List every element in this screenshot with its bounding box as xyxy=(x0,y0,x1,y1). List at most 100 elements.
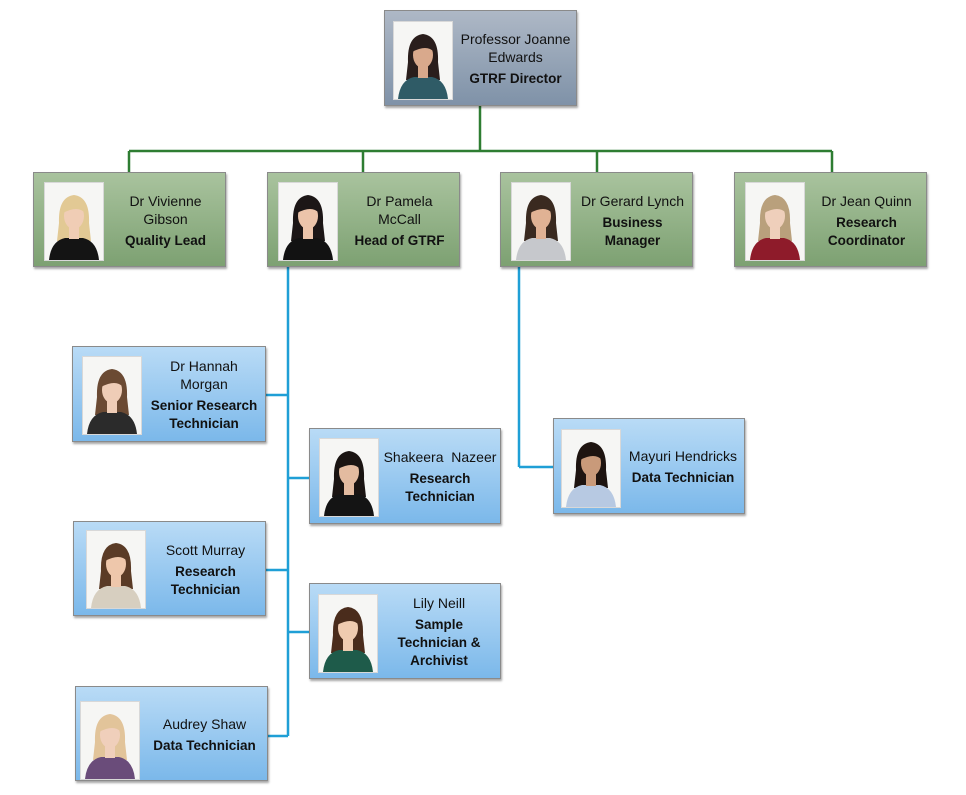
card-text: Dr Jean Quinn Research Coordinator xyxy=(807,181,926,261)
person-role: Research xyxy=(409,471,471,486)
person-role: Data Technician xyxy=(631,470,735,485)
portrait-shape xyxy=(69,227,79,239)
card-text: Dr Vivienne Gibson Quality Lead xyxy=(106,181,225,261)
person-role-cont: Technician xyxy=(169,416,239,431)
card-lead-mccall: Dr Pamela McCall Head of GTRF xyxy=(267,172,460,267)
portrait-figure xyxy=(324,451,374,516)
person-name: Shakeera Nazeer xyxy=(383,449,497,465)
portrait-shape xyxy=(337,612,359,625)
person-name-cont: Gibson xyxy=(143,211,188,227)
person-role: Head of GTRF xyxy=(354,233,445,248)
portrait-shape xyxy=(586,474,596,486)
portrait-figure xyxy=(566,442,616,507)
portrait-shape xyxy=(303,227,313,239)
person-role: Quality Lead xyxy=(124,233,207,248)
portrait-photo xyxy=(86,530,146,609)
card-staff-shaw: Audrey Shaw Data Technician xyxy=(75,686,268,781)
person-name: Dr Pamela xyxy=(366,193,433,209)
person-role: Sample xyxy=(414,617,464,632)
person-role: Business xyxy=(602,215,663,230)
portrait-photo xyxy=(318,594,378,673)
person-name: Dr Vivienne xyxy=(129,193,202,209)
portrait-photo xyxy=(278,182,338,261)
portrait-photo xyxy=(82,356,142,435)
person-name: Lily Neill xyxy=(412,595,466,611)
portrait-shape xyxy=(530,200,552,213)
portrait-shape xyxy=(764,200,786,213)
portrait-shape xyxy=(101,374,123,387)
card-staff-neill: Lily Neill Sample Technician & Archivist xyxy=(309,583,501,679)
portrait-shape xyxy=(283,238,333,260)
card-text: Lily Neill Sample Technician & Archivist xyxy=(378,588,500,676)
portrait-shape xyxy=(63,200,85,213)
person-role: Research xyxy=(175,564,236,579)
person-name: Audrey Shaw xyxy=(162,716,247,732)
person-role-cont: Manager xyxy=(604,233,661,248)
portrait-shape xyxy=(99,719,121,732)
portrait-shape xyxy=(418,66,428,78)
person-name-cont: McCall xyxy=(378,211,421,227)
staff-connectors xyxy=(266,267,553,738)
portrait-figure xyxy=(49,195,99,260)
person-role: GTRF Director xyxy=(469,71,562,86)
person-role-cont: Technician & xyxy=(397,635,481,650)
portrait-shape xyxy=(111,575,121,587)
portrait-shape xyxy=(536,227,546,239)
portrait-figure xyxy=(87,369,137,434)
person-role: Research xyxy=(836,215,897,230)
person-name: Dr Hannah xyxy=(170,358,238,374)
portrait-shape xyxy=(770,227,780,239)
person-role-cont: Technician xyxy=(170,582,241,597)
person-role: Data Technician xyxy=(153,738,256,753)
card-lead-lynch: Dr Gerard Lynch Business Manager xyxy=(500,172,693,267)
portrait-shape xyxy=(107,401,117,413)
card-staff-nazeer: Shakeera Nazeer Research Technician xyxy=(309,428,501,524)
portrait-figure xyxy=(283,195,333,260)
person-role-cont: Technician xyxy=(405,489,475,504)
card-text: Professor Joanne Edwards GTRF Director xyxy=(455,17,576,101)
person-name-cont: Edwards xyxy=(488,49,543,65)
portrait-shape xyxy=(105,548,127,561)
portrait-figure xyxy=(323,607,373,672)
person-role-cont: Coordinator xyxy=(827,233,906,248)
portrait-figure xyxy=(516,195,566,260)
portrait-photo xyxy=(319,438,379,517)
card-director: Professor Joanne Edwards GTRF Director xyxy=(384,10,577,106)
portrait-photo xyxy=(44,182,104,261)
card-text: Scott Murray Research Technician xyxy=(146,528,265,612)
portrait-shape xyxy=(580,447,602,460)
portrait-photo xyxy=(393,21,453,100)
person-role-cont: Archivist xyxy=(410,653,468,668)
portrait-shape xyxy=(398,77,448,99)
portrait-shape xyxy=(85,757,135,779)
portrait-shape xyxy=(91,586,141,608)
portrait-photo xyxy=(561,429,621,508)
portrait-shape xyxy=(338,456,360,469)
card-staff-hendricks: Mayuri Hendricks Data Technician xyxy=(553,418,745,514)
portrait-photo xyxy=(745,182,805,261)
person-name: Dr Jean Quinn xyxy=(821,193,912,209)
person-role: Senior Research xyxy=(150,398,258,413)
portrait-figure xyxy=(85,714,135,779)
portrait-shape xyxy=(750,238,800,260)
portrait-shape xyxy=(412,39,434,52)
portrait-shape xyxy=(49,238,99,260)
card-text: Shakeera Nazeer Research Technician xyxy=(380,435,500,519)
portrait-shape xyxy=(87,412,137,434)
card-lead-quinn: Dr Jean Quinn Research Coordinator xyxy=(734,172,927,267)
portrait-photo xyxy=(511,182,571,261)
portrait-shape xyxy=(343,639,353,651)
portrait-shape xyxy=(344,483,354,495)
portrait-shape xyxy=(516,238,566,260)
person-name-cont: Morgan xyxy=(180,376,228,392)
person-name: Scott Murray xyxy=(165,542,246,558)
portrait-figure xyxy=(91,543,141,608)
card-text: Dr Hannah Morgan Senior Research Technic… xyxy=(143,353,265,437)
card-text: Dr Gerard Lynch Business Manager xyxy=(573,181,692,261)
card-text: Dr Pamela McCall Head of GTRF xyxy=(340,181,459,261)
portrait-shape xyxy=(323,650,373,672)
card-text: Audrey Shaw Data Technician xyxy=(142,693,267,777)
card-staff-murray: Scott Murray Research Technician xyxy=(73,521,266,616)
